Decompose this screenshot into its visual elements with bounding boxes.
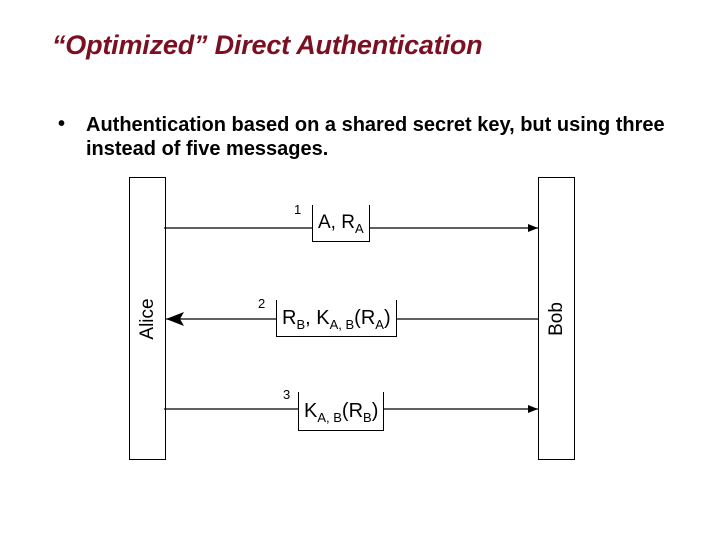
alice-lifeline: Alice <box>129 177 166 460</box>
message-3-sub-b: B <box>363 410 372 425</box>
message-3-text-b: (R <box>341 400 364 422</box>
bob-lifeline: Bob <box>538 177 575 460</box>
message-1-box: A, RA <box>312 205 370 242</box>
bullet-text: Authentication based on a shared secret … <box>86 114 665 160</box>
message-3-text-a: K <box>304 400 318 422</box>
message-3-box: KA, B(RB) <box>298 392 385 431</box>
message-1-number: 1 <box>294 202 302 217</box>
message-1-sub: A <box>354 221 364 236</box>
message-2-sub-b: A, B <box>329 317 355 332</box>
message-2-number: 2 <box>258 296 266 311</box>
message-2-text-b: , K <box>305 307 330 329</box>
message-3-text-c: ) <box>371 400 379 422</box>
message-3-sub-a: A, B <box>317 410 342 425</box>
message-2-sub-a: B <box>296 317 306 332</box>
slide-title: “Optimized” Direct Authentication <box>52 30 483 60</box>
message-1-text: A, R <box>318 212 355 233</box>
message-2-sub-c: A <box>375 317 384 332</box>
bullet-marker: • <box>58 113 66 135</box>
message-3-number: 3 <box>283 387 291 402</box>
message-2-text-c: (R <box>354 307 376 329</box>
message-2-text-a: R <box>282 307 297 329</box>
message-2-box: RB, KA, B(RA) <box>276 300 397 337</box>
message-2-text-d: ) <box>383 307 391 329</box>
